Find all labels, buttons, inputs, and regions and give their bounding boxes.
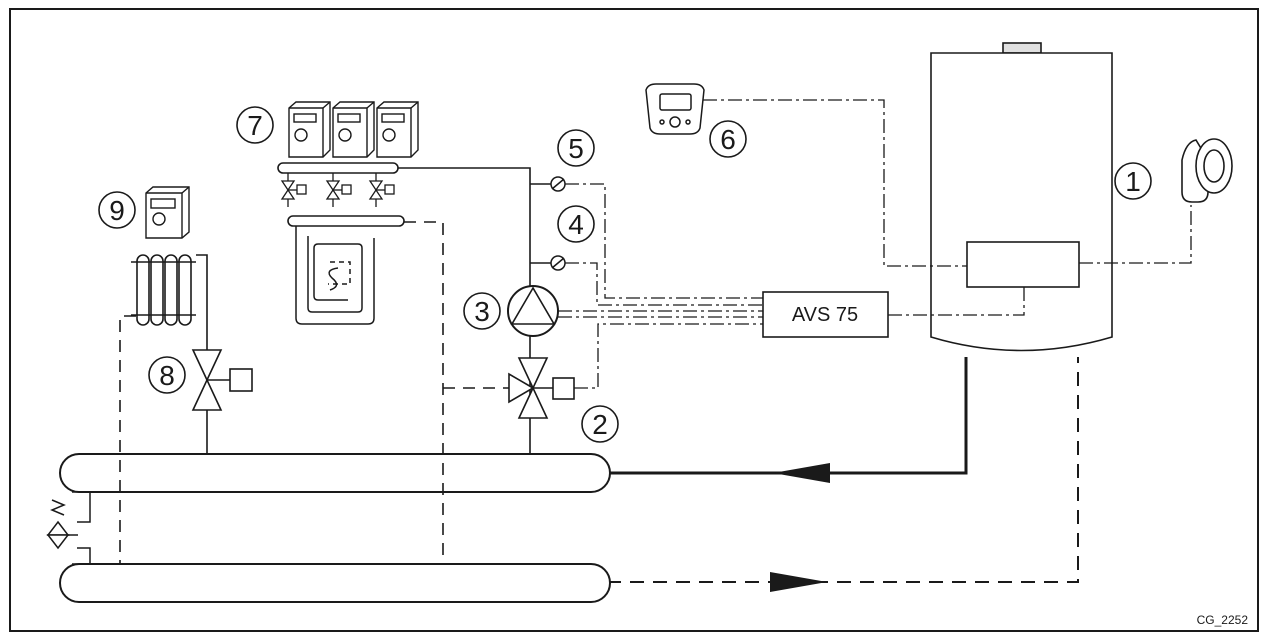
room-thermostat-9 xyxy=(145,186,190,239)
callout-4: 4 xyxy=(557,205,595,243)
avs75-label: AVS 75 xyxy=(792,304,858,326)
radiator-return-pipe xyxy=(119,315,136,564)
remote-room-unit-6 xyxy=(645,83,705,135)
svg-text:9: 9 xyxy=(109,195,125,226)
callout-8: 8 xyxy=(148,356,186,394)
manifold-valves xyxy=(280,173,395,207)
mixing-valve-2 xyxy=(508,357,575,419)
boiler xyxy=(930,42,1113,352)
callout-2: 2 xyxy=(581,405,619,443)
room-thermostats-7 xyxy=(288,101,419,158)
safety-valve xyxy=(46,491,91,565)
return-arrow xyxy=(770,572,827,592)
boiler-control-unit xyxy=(966,241,1080,288)
signal-wires xyxy=(558,99,1192,389)
outdoor-sensor-1 xyxy=(1181,138,1233,203)
circulation-pump-3 xyxy=(507,285,559,337)
radiator xyxy=(131,254,196,326)
svg-text:5: 5 xyxy=(568,133,584,164)
flow-header xyxy=(59,453,611,493)
return-header xyxy=(59,563,611,603)
svg-text:7: 7 xyxy=(247,110,263,141)
callout-6: 6 xyxy=(709,120,747,158)
svg-text:6: 6 xyxy=(720,124,736,155)
callout-9: 9 xyxy=(98,191,136,229)
boiler-flow-pipe xyxy=(607,357,968,475)
flow-arrow xyxy=(773,463,830,483)
svg-text:3: 3 xyxy=(474,296,490,327)
sensor-4 xyxy=(550,255,566,271)
boiler-return-pipe xyxy=(607,357,1079,583)
svg-text:1: 1 xyxy=(1125,166,1141,197)
underfloor-loop xyxy=(295,226,375,325)
callout-7: 7 xyxy=(236,106,274,144)
callout-1: 1 xyxy=(1114,162,1152,200)
sensor-5 xyxy=(550,176,566,192)
svg-text:8: 8 xyxy=(159,360,175,391)
svg-text:4: 4 xyxy=(568,209,584,240)
avs75-module xyxy=(762,291,889,338)
figure-code: CG_2252 xyxy=(1197,613,1249,627)
underfloor-return-pipe xyxy=(404,221,444,564)
diagram-frame xyxy=(9,8,1259,632)
callout-5: 5 xyxy=(557,129,595,167)
zone-valve-8 xyxy=(191,349,253,411)
svg-text:2: 2 xyxy=(592,409,608,440)
callout-3: 3 xyxy=(463,292,501,330)
